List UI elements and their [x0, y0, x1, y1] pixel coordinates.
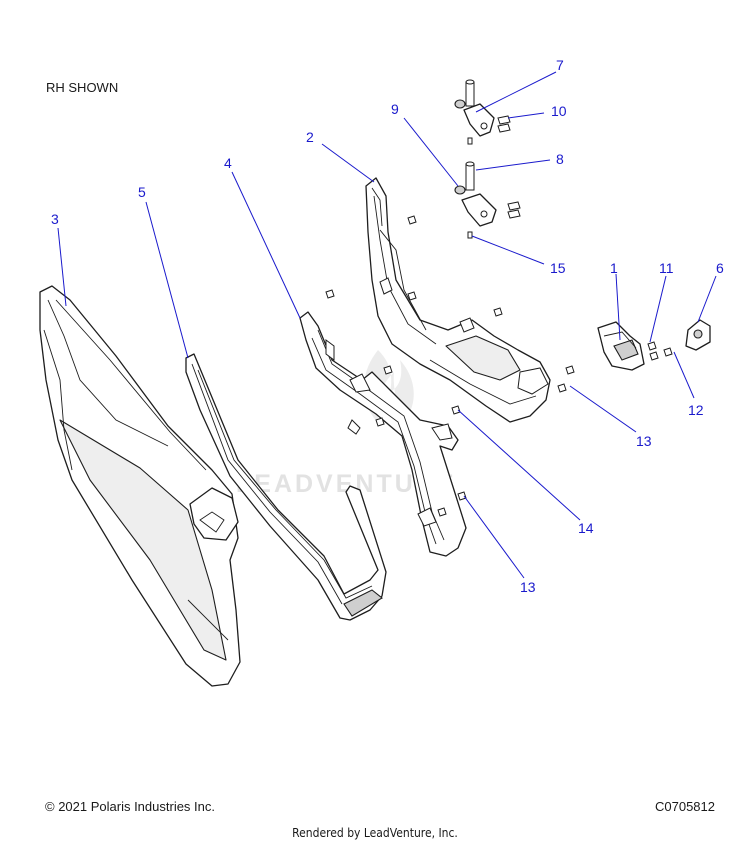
copyright-text: © 2021 Polaris Industries Inc. [45, 799, 215, 814]
door-frame-part-4[interactable] [299, 311, 467, 557]
callout-9: 9 [391, 101, 399, 117]
callout-1: 1 [610, 260, 618, 276]
callout-7: 7 [556, 57, 564, 73]
diagram-code: C0705812 [655, 799, 715, 814]
callout-6: 6 [716, 260, 724, 276]
door-frame-part-2[interactable] [365, 177, 551, 423]
callout-15: 15 [550, 260, 566, 276]
callout-11: 11 [659, 260, 674, 276]
door-panel-part-3[interactable] [39, 285, 241, 687]
view-label: RH SHOWN [46, 80, 119, 95]
callout-12: 12 [688, 402, 704, 418]
striker-part-6[interactable] [685, 319, 711, 351]
callout-10: 10 [551, 103, 567, 119]
callout-13b: 13 [520, 579, 536, 595]
upper-hinge-assembly[interactable] [454, 79, 511, 145]
callout-14: 14 [578, 520, 594, 536]
callout-13a: 13 [636, 433, 652, 449]
door-latch-part-1[interactable] [597, 321, 645, 371]
callout-8: 8 [556, 151, 564, 167]
door-seal-part-5[interactable] [185, 353, 387, 621]
leader-lines [57, 71, 717, 579]
callout-4: 4 [224, 155, 232, 171]
fastener-screws [325, 215, 673, 517]
callout-5: 5 [138, 184, 146, 200]
callout-labels: 7 10 9 2 8 4 5 3 15 1 11 6 12 13 14 13 [51, 57, 724, 595]
callout-3: 3 [51, 211, 59, 227]
lower-hinge-assembly[interactable] [454, 161, 521, 239]
callout-2: 2 [306, 129, 314, 145]
rendered-by-footer: Rendered by LeadVenture, Inc. [292, 826, 458, 840]
